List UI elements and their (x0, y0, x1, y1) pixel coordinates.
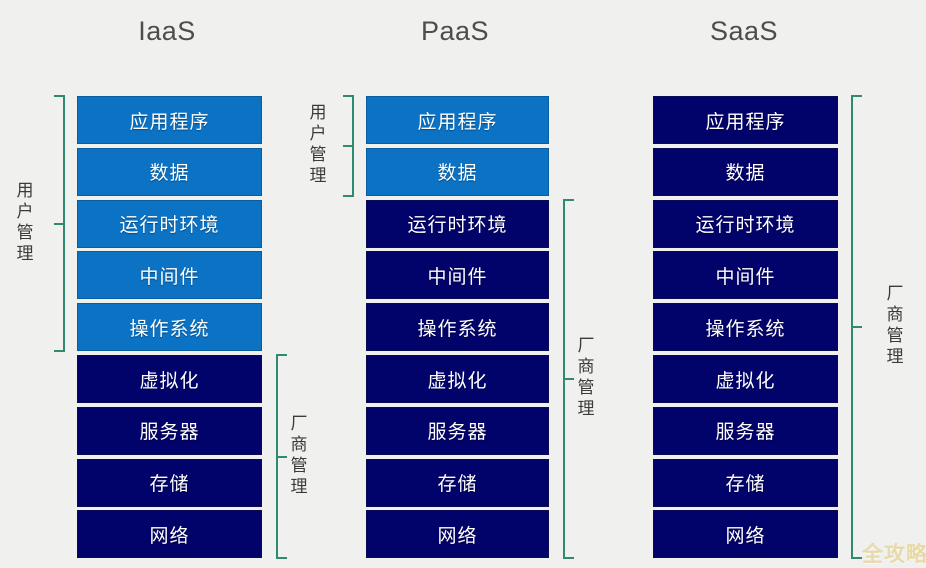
bracket-cap-bottom (343, 194, 352, 197)
bracket-label-saas-vendor: 厂商管理 (886, 284, 904, 367)
bracket-cap-bottom (278, 557, 287, 560)
layer-box: 存储 (653, 458, 838, 507)
layer-box: 虚拟化 (77, 355, 262, 403)
bracket-spine (63, 95, 65, 353)
layer-box: 虚拟化 (653, 355, 838, 403)
layer-box: 操作系统 (653, 303, 838, 352)
layer-box: 运行时环境 (77, 199, 262, 248)
bracket-tick (565, 377, 574, 380)
layer-box: 网络 (653, 510, 838, 559)
layer-box: 存储 (77, 458, 262, 507)
column-title-iaas: IaaS (138, 16, 196, 46)
bracket-spine (352, 95, 354, 197)
layer-box: 网络 (77, 510, 262, 559)
bracket-tick (54, 222, 63, 225)
layer-box: 运行时环境 (366, 199, 549, 248)
bracket-spine (276, 354, 278, 560)
column-title-saas: SaaS (709, 16, 779, 46)
bracket-spine (563, 198, 565, 560)
layer-box: 服务器 (653, 406, 838, 455)
layer-box: 操作系统 (77, 303, 262, 352)
bracket-tick (278, 455, 287, 458)
layer-box: 应用程序 (366, 96, 549, 144)
layer-box: 服务器 (77, 406, 262, 455)
column-title-paas: PaaS (420, 16, 490, 46)
bracket-label-iaas-user: 用户管理 (16, 180, 34, 263)
bracket-cap-top (853, 95, 862, 97)
layer-box: 数据 (77, 147, 262, 196)
watermark: 全攻略 (862, 543, 926, 566)
bracket-tick (343, 144, 352, 147)
layer-box: 服务器 (366, 406, 549, 455)
bracket-label-paas-vendor: 厂商管理 (577, 336, 595, 418)
layer-box: 应用程序 (77, 96, 262, 144)
bracket-cap-top (278, 354, 287, 356)
layer-box: 操作系统 (366, 303, 549, 352)
layer-box: 虚拟化 (366, 355, 549, 403)
layer-box: 运行时环境 (653, 199, 838, 248)
layer-box: 网络 (366, 510, 549, 559)
layer-box: 中间件 (366, 251, 549, 300)
layer-box: 存储 (366, 458, 549, 507)
bracket-cap-top (343, 95, 352, 97)
bracket-cap-bottom (853, 557, 862, 560)
bracket-label-paas-user: 用户管理 (309, 102, 327, 185)
bracket-spine (851, 95, 853, 560)
layer-box: 应用程序 (653, 96, 838, 144)
layer-box: 数据 (653, 147, 838, 196)
layer-box: 中间件 (77, 251, 262, 300)
bracket-cap-bottom (565, 557, 574, 560)
bracket-cap-top (565, 198, 574, 201)
bracket-label-iaas-vendor: 厂商管理 (290, 413, 308, 496)
layer-box: 数据 (366, 147, 549, 196)
bracket-cap-top (54, 95, 63, 97)
layer-box: 中间件 (653, 251, 838, 300)
bracket-tick (853, 326, 862, 329)
bracket-cap-bottom (54, 350, 63, 353)
